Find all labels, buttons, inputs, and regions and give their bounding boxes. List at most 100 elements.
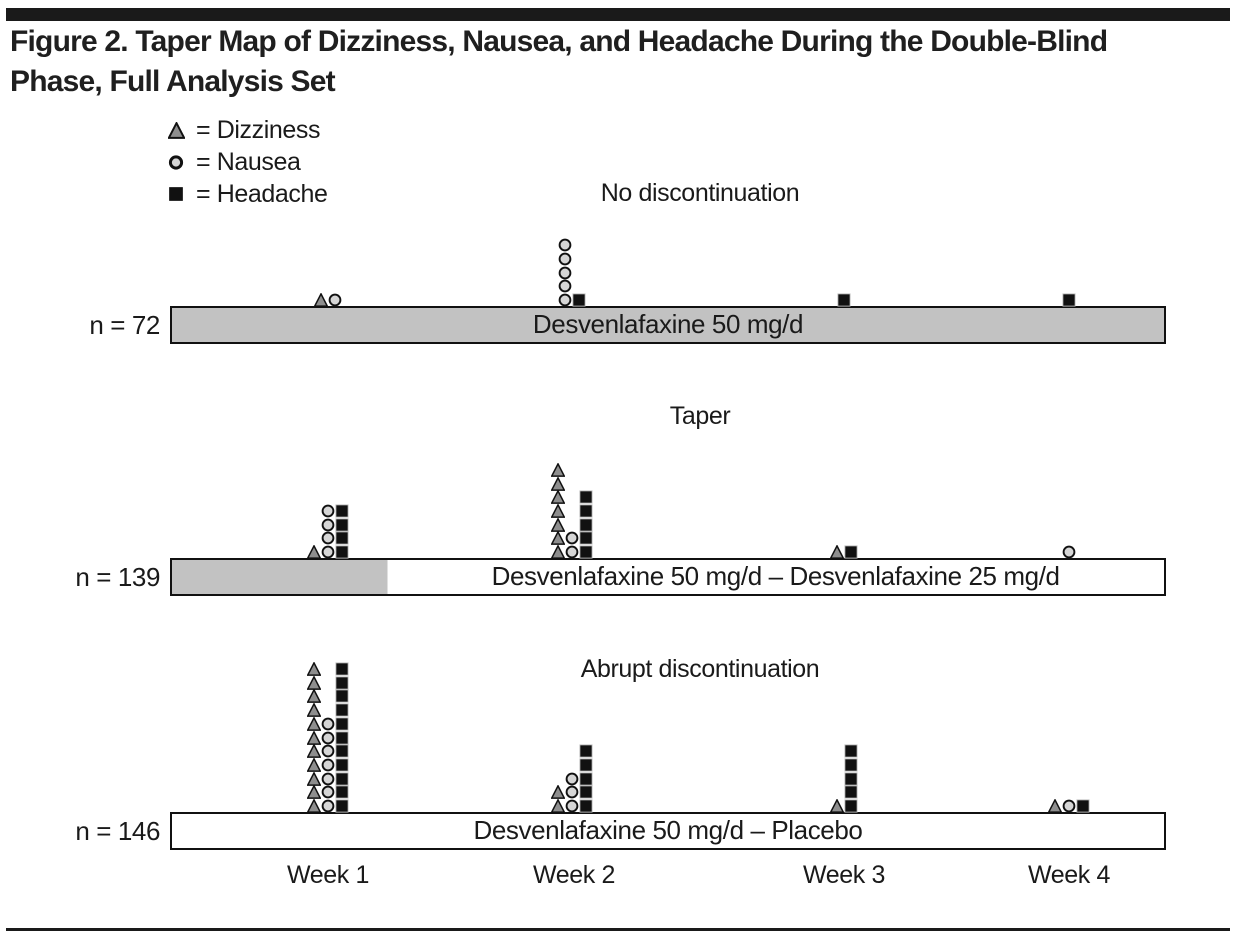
circle-marker-icon xyxy=(328,293,342,307)
week-label-4: Week 4 xyxy=(1028,861,1110,889)
triangle-marker-icon xyxy=(306,743,322,759)
triangle-marker-icon xyxy=(550,544,566,559)
circle-marker-icon xyxy=(321,772,335,786)
square-marker-icon xyxy=(1062,293,1076,307)
bar-label-panel-3: Desvenlafaxine 50 mg/d – Placebo xyxy=(473,815,863,845)
square-marker-icon xyxy=(335,744,349,758)
circle-marker-icon xyxy=(321,531,335,545)
week-label-1: Week 1 xyxy=(287,861,369,889)
square-marker-icon xyxy=(579,785,593,799)
circle-marker-icon xyxy=(321,785,335,799)
square-marker-icon xyxy=(335,785,349,799)
triangle-marker-icon xyxy=(550,489,566,505)
legend-item-headache: = Headache xyxy=(168,178,328,210)
triangle-marker-icon xyxy=(550,784,566,800)
triangle-marker-icon xyxy=(306,674,322,690)
treatment-bar-panel-2: Desvenlafaxine 50 mg/d – Desvenlafaxine … xyxy=(170,558,1166,596)
n-label-panel-1: n = 72 xyxy=(89,310,160,340)
triangle-marker-icon xyxy=(550,503,566,518)
panel-title-no-discontinuation: No discontinuation xyxy=(600,179,800,207)
square-marker-icon xyxy=(844,758,858,772)
circle-marker-icon xyxy=(321,518,335,532)
circle-marker-icon xyxy=(558,279,572,293)
triangle-marker-icon xyxy=(306,702,322,717)
n-label-panel-3: n = 146 xyxy=(75,816,160,846)
square-marker-icon xyxy=(844,772,858,786)
circle-marker-icon xyxy=(321,504,335,518)
square-marker-icon xyxy=(335,703,349,717)
square-marker-icon xyxy=(335,758,349,772)
square-marker-icon xyxy=(837,293,851,307)
square-marker-icon xyxy=(579,504,593,518)
square-marker-icon xyxy=(1076,799,1090,813)
bar-label-panel-2: Desvenlafaxine 50 mg/d – Desvenlafaxine … xyxy=(491,561,1060,591)
triangle-marker-icon xyxy=(829,798,845,813)
circle-marker-icon xyxy=(1062,799,1076,813)
triangle-icon xyxy=(168,121,188,139)
circle-marker-icon xyxy=(558,252,572,266)
square-marker-icon xyxy=(579,490,593,504)
week-label-3: Week 3 xyxy=(803,861,885,889)
treatment-bar-panel-3: Desvenlafaxine 50 mg/d – Placebo xyxy=(170,812,1166,850)
square-marker-icon xyxy=(579,545,593,559)
square-marker-icon xyxy=(579,772,593,786)
circle-marker-icon xyxy=(321,758,335,772)
triangle-marker-icon xyxy=(313,292,329,307)
square-marker-icon xyxy=(579,518,593,532)
legend-item-dizziness: = Dizziness xyxy=(168,114,328,146)
square-marker-icon xyxy=(335,531,349,545)
square-marker-icon xyxy=(579,758,593,772)
square-marker-icon xyxy=(335,545,349,559)
triangle-marker-icon xyxy=(306,729,322,745)
circle-marker-icon xyxy=(1062,545,1076,559)
circle-marker-icon xyxy=(321,731,335,745)
square-marker-icon xyxy=(572,293,586,307)
circle-marker-icon xyxy=(565,772,579,786)
triangle-marker-icon xyxy=(550,516,566,532)
square-marker-icon xyxy=(579,744,593,758)
panel-title-taper: Taper xyxy=(669,402,731,430)
triangle-marker-icon xyxy=(306,688,322,704)
square-marker-icon xyxy=(335,799,349,813)
square-marker-icon xyxy=(844,799,858,813)
triangle-marker-icon xyxy=(306,716,322,731)
circle-marker-icon xyxy=(321,545,335,559)
circle-marker-icon xyxy=(321,744,335,758)
circle-marker-icon xyxy=(558,293,572,307)
square-marker-icon xyxy=(335,676,349,690)
circle-marker-icon xyxy=(321,799,335,813)
square-marker-icon xyxy=(335,717,349,731)
circle-marker-icon xyxy=(558,238,572,252)
triangle-marker-icon xyxy=(306,784,322,800)
triangle-marker-icon xyxy=(829,544,845,559)
week-label-2: Week 2 xyxy=(533,861,615,889)
square-marker-icon xyxy=(335,504,349,518)
bar-label-panel-1: Desvenlafaxine 50 mg/d xyxy=(532,309,804,339)
square-marker-icon xyxy=(335,772,349,786)
circle-marker-icon xyxy=(565,799,579,813)
square-marker-icon xyxy=(844,744,858,758)
n-label-panel-2: n = 139 xyxy=(75,562,160,592)
panel-title-abrupt-discontinuation: Abrupt discontinuation xyxy=(580,655,820,683)
square-marker-icon xyxy=(335,730,349,745)
circle-marker-icon xyxy=(565,785,579,799)
circle-icon xyxy=(168,153,188,171)
square-marker-icon xyxy=(844,785,858,799)
figure-title: Figure 2. Taper Map of Dizziness, Nausea… xyxy=(10,25,1108,98)
square-marker-icon xyxy=(335,662,349,676)
triangle-marker-icon xyxy=(306,544,322,559)
legend-label-dizziness: = Dizziness xyxy=(196,115,321,144)
top-rule xyxy=(6,8,1230,21)
square-icon xyxy=(168,185,188,203)
circle-marker-icon xyxy=(565,545,579,559)
triangle-marker-icon xyxy=(306,798,322,813)
triangle-marker-icon xyxy=(550,798,566,813)
square-marker-icon xyxy=(579,531,593,545)
square-marker-icon xyxy=(844,545,858,559)
triangle-marker-icon xyxy=(550,475,566,491)
legend-item-nausea: = Nausea xyxy=(168,146,328,178)
triangle-marker-icon xyxy=(306,661,322,676)
circle-marker-icon xyxy=(558,266,572,280)
circle-marker-icon xyxy=(321,717,335,731)
